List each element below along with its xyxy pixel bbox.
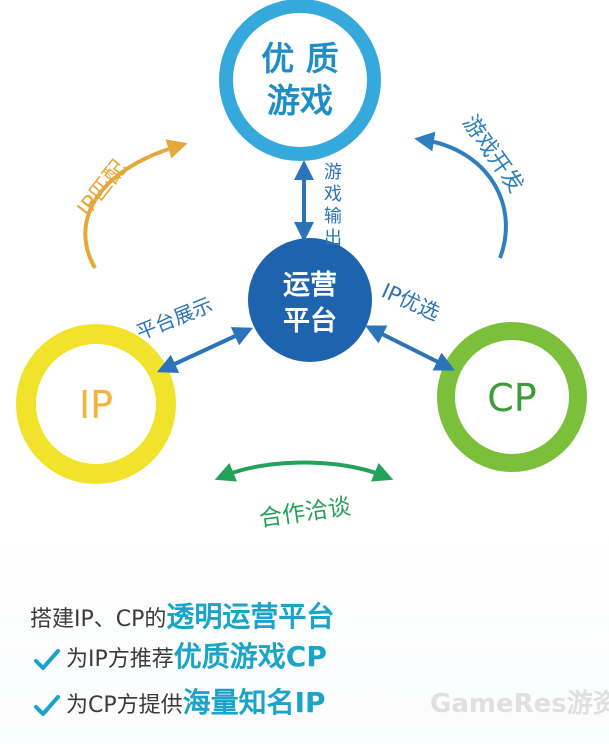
game-output-char-4: 出 [324,228,342,249]
game-output-char-3: 输 [324,206,342,227]
game-dev-arrow [414,131,508,259]
summary-line-3-prefix: 为CP方提供 [66,693,183,718]
game-output-char-1: 游 [324,162,342,183]
platform-show-arrow [156,327,254,373]
check-icon [34,649,60,670]
ip-select-label: IP优选 [378,279,443,326]
summary-line-3: 为CP方提供海量知名IP [34,681,326,721]
check-icon [34,695,60,716]
watermark: GameRes游资网 [430,689,609,719]
ip-select-arrow [365,325,455,371]
ip-match-arrow [83,139,188,270]
cooperate-label: 合作洽谈 [258,494,353,533]
ip-node-ring [16,324,176,484]
top-node-label-2: 游戏 [267,81,333,120]
summary-line-3-highlight: 海量知名IP [182,686,326,719]
top-node-label-1: 优 质 [261,39,339,78]
center-node-label-1: 运营 [283,270,337,301]
top-node-ring [219,0,381,161]
cooperate-arrow [214,460,394,482]
summary-line-1: 搭建IP、CP的透明运营平台 [30,595,334,635]
summary-line-2: 为IP方推荐优质游戏CP [34,635,327,675]
cp-node-label: CP [487,376,536,420]
center-node [248,238,372,362]
ip-match-label: IP匹配 [73,156,132,222]
platform-show-label: 平台展示 [133,292,216,344]
summary-line-1-prefix: 搭建IP、CP的 [30,607,167,632]
summary-line-2-prefix: 为IP方推荐 [66,647,174,672]
center-node-label-2: 平台 [283,305,337,337]
summary-line-1-highlight: 透明运营平台 [166,600,335,633]
game-output-char-2: 戏 [324,184,342,205]
summary-line-2-highlight: 优质游戏CP [173,640,327,673]
cp-node-ring [437,322,587,472]
ip-node-label: IP [79,383,113,427]
